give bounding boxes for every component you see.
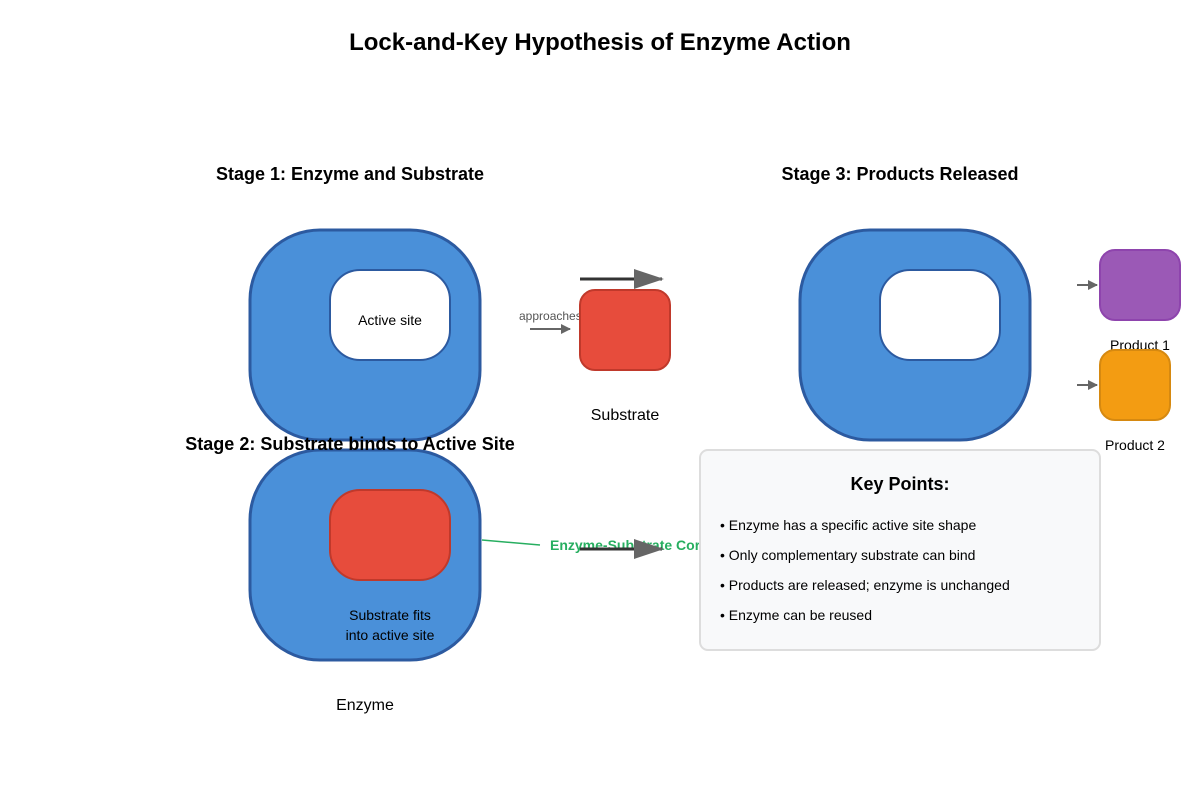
substrate-fits-line2: into active site (346, 627, 435, 643)
approaches-label: approaches (519, 309, 582, 323)
key-point-item: • Enzyme has a specific active site shap… (720, 517, 976, 533)
key-point-item: • Products are released; enzyme is uncha… (720, 577, 1010, 593)
stage3-title: Stage 3: Products Released (781, 164, 1018, 184)
key-points-panel (699, 449, 1101, 651)
product1-shape (1099, 249, 1181, 321)
page-title: Lock-and-Key Hypothesis of Enzyme Action (349, 29, 851, 56)
product2-shape (1099, 349, 1171, 421)
stage1-substrate (579, 289, 671, 371)
product2-label: Product 2 (1105, 437, 1165, 453)
substrate-fits-line1: Substrate fits (349, 607, 431, 623)
stage2-bound-substrate (329, 489, 451, 581)
stage1-active-site (329, 269, 451, 361)
key-point-item: • Only complementary substrate can bind (720, 547, 975, 563)
substrate-label: Substrate (591, 407, 660, 424)
key-point-item: • Enzyme can be reused (720, 607, 872, 623)
stage1-title: Stage 1: Enzyme and Substrate (216, 164, 484, 184)
enzyme-label: Enzyme (336, 697, 394, 714)
stage3-empty-active-site (879, 269, 1001, 361)
complex-leader-line (481, 539, 541, 546)
active-site-label: Active site (358, 312, 422, 328)
stage2-title: Stage 2: Substrate binds to Active Site (185, 434, 514, 454)
complex-label: Enzyme-Substrate Cor (550, 537, 701, 553)
key-points-title: Key Points: (850, 474, 949, 494)
